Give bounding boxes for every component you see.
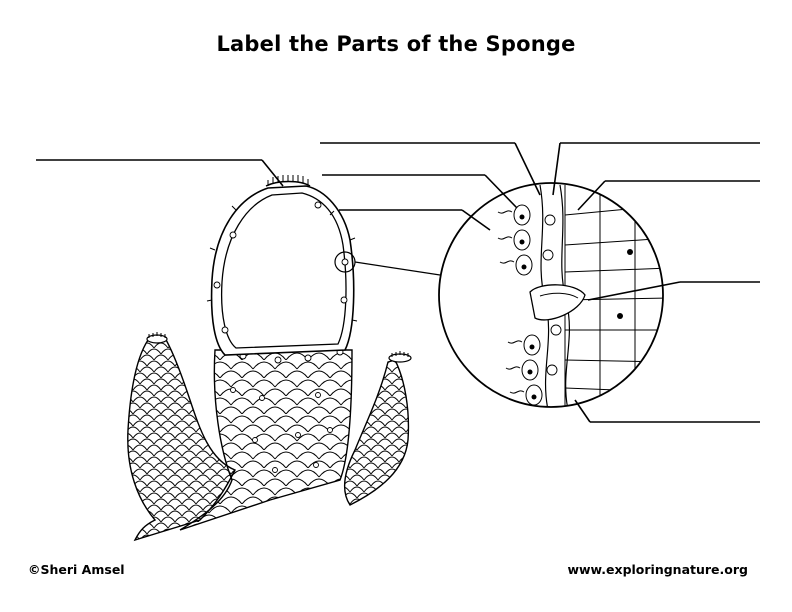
page-title: Label the Parts of the Sponge bbox=[216, 32, 576, 56]
copyright-text: ©Sheri Amsel bbox=[28, 562, 125, 577]
magnify-connector bbox=[354, 261, 441, 276]
left-small-sponge bbox=[127, 332, 236, 542]
sponge-base bbox=[179, 348, 353, 531]
website-link[interactable]: www.exploringnature.org bbox=[567, 562, 748, 577]
label-lines bbox=[36, 142, 760, 423]
sponge-main-body bbox=[206, 175, 358, 356]
magnified-cross-section bbox=[438, 182, 664, 408]
right-small-sponge bbox=[343, 351, 412, 506]
